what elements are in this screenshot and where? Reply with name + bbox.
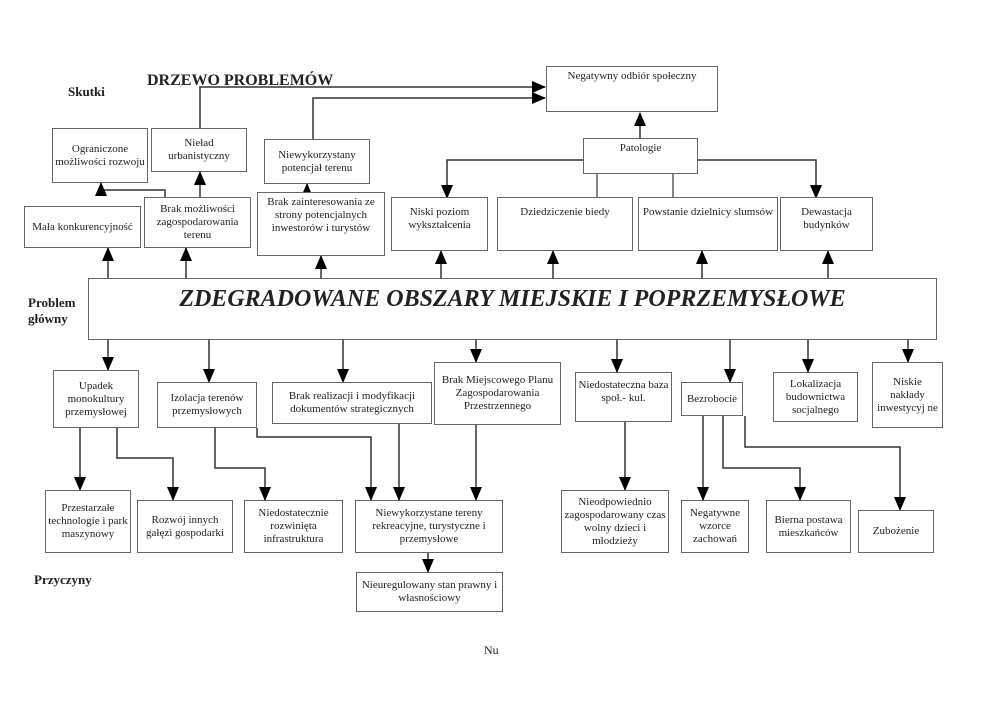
effect-box: Ograniczone możliwości rozwoju [52,128,148,183]
cause-box: Upadek monokultury przemysłowej [53,370,139,428]
main-problem-box: ZDEGRADOWANE OBSZARY MIEJSKIE I POPRZEMY… [88,278,937,340]
effect-box: Dewastacja budynków [780,197,873,251]
effect-box: Niewykorzystany potencjał terenu [264,139,370,184]
cause-box: Niedostatecznie rozwinięta infrastruktur… [244,500,343,553]
cause-box: Negatywne wzorce zachowań [681,500,749,553]
diagram-title: DRZEWO PROBLEMÓW [147,72,334,89]
effect-box: Negatywny odbiór społeczny [546,66,718,112]
cause-box: Bierna postawa mieszkańców [766,500,851,553]
cause-box: Lokalizacja budownictwa socjalnego [773,372,858,422]
cause-box: Zubożenie [858,510,934,553]
effect-box: Patologie [583,138,698,174]
effect-box: Mała konkurencyjność [24,206,141,248]
cause-box: Niedostateczna baza społ.- kul. [575,372,672,422]
cause-box: Rozwój innych gałęzi gospodarki [137,500,233,553]
effects-label: Skutki [68,84,105,99]
cause-box: Niskie nakłady inwestycyj ne [872,362,943,428]
effect-box: Brak możliwości zagospodarowania terenu [144,197,251,248]
cause-box: Niewykorzystane tereny rekreacyjne, tury… [355,500,503,553]
cause-box: Nieodpowiednio zagospodarowany czas woln… [561,490,669,553]
cause-box: Bezrobocie [681,382,743,416]
cause-box: Nieuregulowany stan prawny i własnościow… [356,572,503,612]
effect-box: Brak zainteresowania ze strony potencjal… [257,192,385,256]
cause-box: Brak realizacji i modyfikacji dokumentów… [272,382,432,424]
cause-box: Izolacja terenów przemysłowych [157,382,257,428]
effect-box: Nieład urbanistyczny [151,128,247,172]
main-problem-label: Problem główny [28,295,76,326]
causes-label: Przyczyny [34,572,92,587]
effect-box: Niski poziom wykształcenia [391,197,488,251]
footer-text: Nu [484,643,499,657]
effect-box: Powstanie dzielnicy slumsów [638,197,778,251]
cause-box: Przestarzałe technologie i park maszynow… [45,490,131,553]
cause-box: Brak Miejscowego Planu Zagospodarowania … [434,362,561,425]
effect-box: Dziedziczenie biedy [497,197,633,251]
